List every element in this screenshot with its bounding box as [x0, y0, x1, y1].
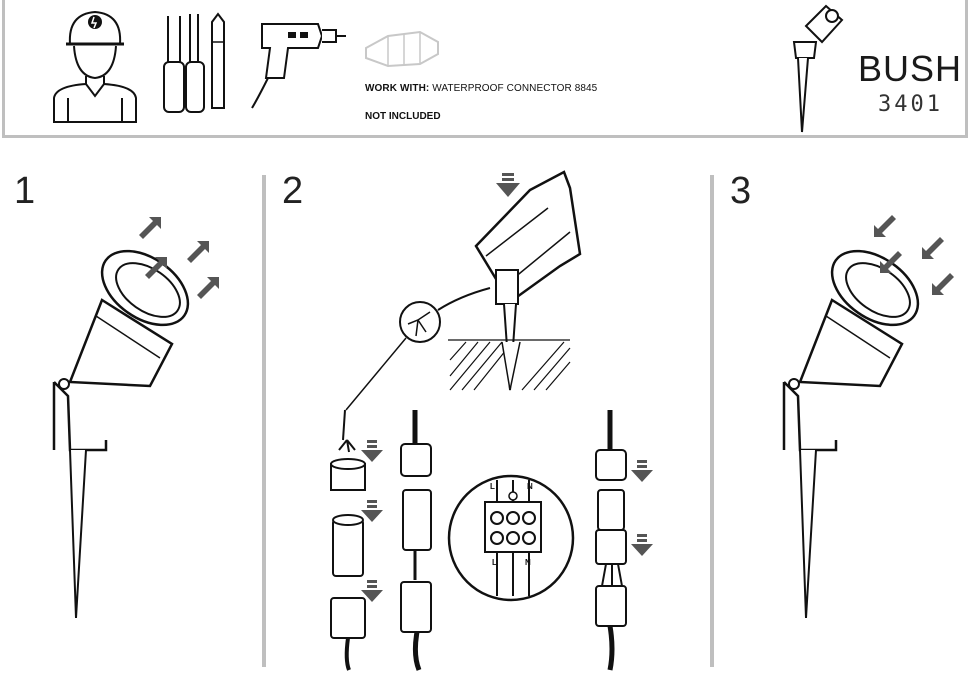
terminal-label-top-n: N — [527, 482, 533, 491]
step-2-terminal-block-detail — [447, 474, 575, 602]
product-thumbnail-icon — [792, 4, 844, 133]
electrician-icon — [53, 10, 137, 123]
not-included-note: NOT INCLUDED — [365, 111, 441, 122]
header-panel — [2, 0, 968, 138]
model-number: 3401 — [878, 92, 943, 117]
work-with-value: WATERPROOF CONNECTOR 8845 — [432, 83, 598, 94]
step-3-spotlight-illustration — [782, 249, 920, 619]
step-divider — [262, 175, 266, 667]
step-3-number: 3 — [730, 170, 752, 212]
step-3-insert-arrows — [874, 215, 954, 295]
step-2-push-arrow — [496, 173, 520, 197]
step-2-number: 2 — [282, 170, 304, 212]
step-1-number: 1 — [14, 170, 36, 212]
work-with-text: WORK WITH: WATERPROOF CONNECTOR 8845 — [365, 83, 597, 94]
screwdrivers-icon — [163, 12, 225, 113]
step-2-left-arrows — [361, 440, 383, 602]
terminal-label-bottom-l: L — [492, 558, 497, 567]
waterproof-connector-icon — [365, 30, 439, 68]
step-2-connector-left-column — [330, 409, 366, 671]
step-2-connector-middle-column — [400, 410, 432, 671]
step-2-connector-right-column — [595, 410, 627, 671]
step-divider — [710, 175, 714, 667]
step-1-spotlight-illustration — [52, 249, 190, 619]
terminal-label-top-l: L — [490, 482, 495, 491]
drill-icon — [251, 23, 346, 109]
brand-name: BUSH — [858, 48, 963, 89]
terminal-label-bottom-n: N — [525, 558, 531, 567]
step-2-cable-wires-detail — [345, 287, 491, 411]
step-1-remove-arrows — [139, 217, 219, 299]
work-with-label: WORK WITH: — [365, 83, 430, 94]
step-2-right-arrows — [631, 460, 653, 556]
step-2-lamp-in-ground-illustration — [448, 170, 582, 391]
